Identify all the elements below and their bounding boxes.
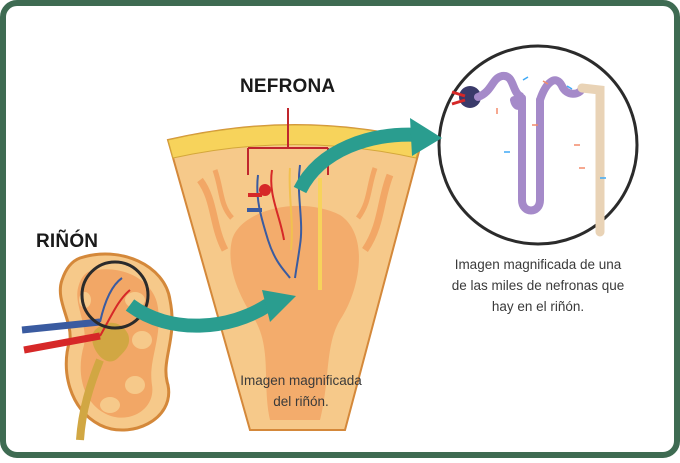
nephron-caption-line-1: Imagen magnificada de una <box>450 254 626 275</box>
kidney-caption: Imagen magnificada del riñón. <box>226 370 376 412</box>
nephron-illustration <box>439 46 637 244</box>
nephron-caption-line-3: hay en el riñón. <box>450 296 626 317</box>
nephron-caption: Imagen magnificada de una de las miles d… <box>450 254 626 317</box>
nephron-caption-line-2: de las miles de nefronas que <box>450 275 626 296</box>
kidney-title: RIÑÓN <box>36 231 98 253</box>
nephron-title: NEFRONA <box>240 76 335 98</box>
kidney-caption-line-2: del riñón. <box>226 391 376 412</box>
kidney-caption-line-1: Imagen magnificada <box>226 370 376 391</box>
